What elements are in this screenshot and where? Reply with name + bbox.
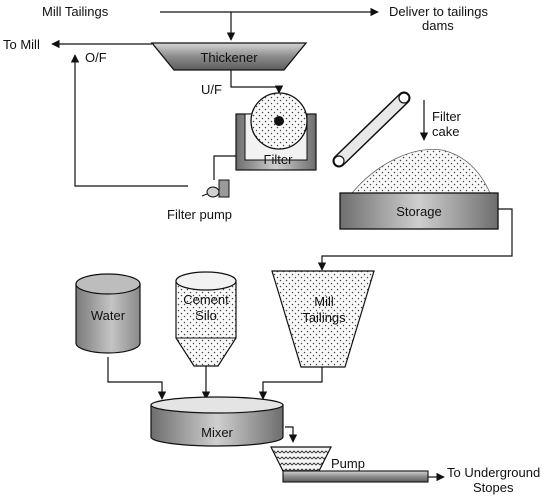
label-thickener: Thickener — [200, 50, 258, 65]
labels: Mill Tailings Deliver to tailings dams T… — [3, 4, 540, 495]
line-filter-return — [70, 54, 188, 187]
label-to-mill: To Mill — [3, 37, 40, 52]
label-deliver-line1: Deliver to tailings — [389, 4, 488, 19]
cement-silo — [175, 271, 237, 367]
storage-pad — [339, 192, 499, 230]
filter-drum-hub — [274, 116, 284, 126]
label-underground-line2: Stopes — [473, 480, 514, 495]
label-tailings-line1: Mill — [314, 294, 334, 309]
label-underflow: U/F — [201, 82, 222, 97]
label-storage: Storage — [396, 204, 442, 219]
label-underground-line1: To Underground — [447, 465, 540, 480]
label-deliver-line2: dams — [422, 18, 454, 33]
line-storage-to-hopper — [317, 208, 513, 271]
label-water: Water — [91, 308, 126, 323]
label-overflow: O/F — [85, 50, 107, 65]
flow-lines — [51, 7, 513, 482]
thickener — [150, 42, 308, 71]
water-tank — [75, 273, 141, 354]
label-filter: Filter — [264, 152, 294, 167]
label-filter-pump: Filter pump — [167, 207, 232, 222]
tailings-hopper — [271, 270, 375, 368]
filter-cake-pile — [351, 149, 491, 194]
label-mill-tailings: Mill Tailings — [42, 4, 109, 19]
filter-pump — [201, 179, 230, 198]
label-filter-cake-line1: Filter — [432, 109, 462, 124]
conveyor — [332, 91, 411, 168]
line-mixer-to-pump — [285, 426, 298, 443]
label-mixer: Mixer — [201, 425, 233, 440]
label-cement-line2: Silo — [195, 308, 217, 323]
label-tailings-line2: Tailings — [302, 310, 346, 325]
storage — [339, 149, 499, 230]
line-filter-to-pump — [213, 155, 236, 180]
filter — [235, 92, 317, 171]
mixer — [150, 396, 284, 447]
line-tailings-to-mixer — [258, 367, 323, 400]
pump — [270, 446, 429, 483]
line-water-to-mixer — [107, 357, 167, 400]
line-underflow-to-filter — [230, 70, 284, 94]
label-filter-cake-line2: cake — [432, 124, 459, 139]
label-cement-line1: Cement — [183, 292, 229, 307]
pump-base — [282, 470, 429, 483]
label-pump: Pump — [331, 456, 365, 471]
